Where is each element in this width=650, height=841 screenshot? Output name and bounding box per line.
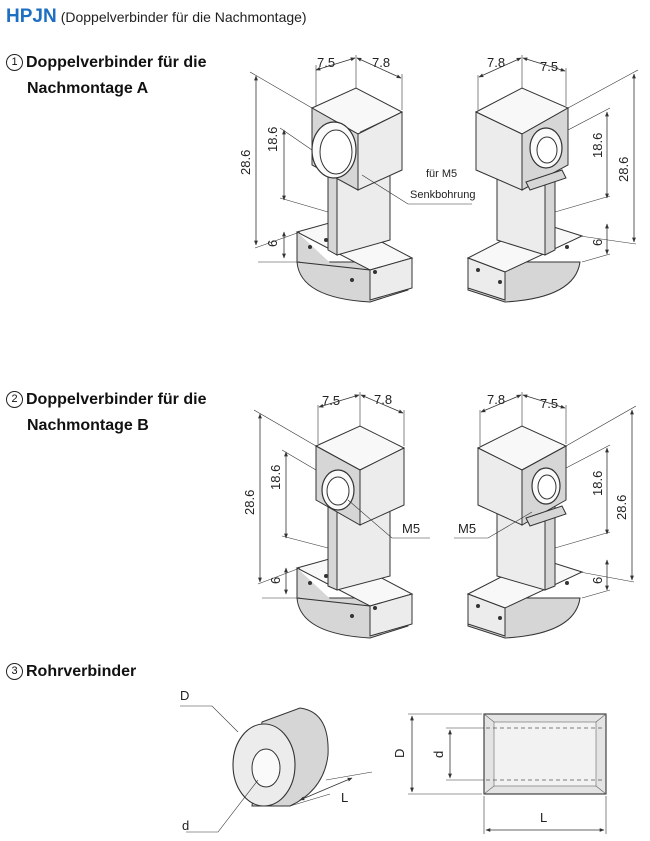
connector-a-left [295, 87, 414, 303]
section-b-line1: Doppelverbinder für die [26, 391, 207, 408]
dim-b-right-w1: 7.5 [540, 396, 558, 411]
note-b-right-label: M5 [458, 521, 476, 536]
note-b-left: M5 [347, 499, 430, 539]
section-c-line1: Rohrverbinder [26, 663, 137, 680]
dim-a-right-h-base: 6 [590, 239, 605, 246]
tube-side-d-label: d [431, 751, 446, 758]
section-b-line2: Nachmontage B [27, 417, 149, 434]
dim-a-left-w1: 7.5 [317, 55, 335, 70]
dim-b-left-w2: 7.8 [374, 392, 392, 407]
dim-a-right-h-total: 28.6 [616, 157, 631, 182]
section-b-number: 2 [6, 391, 23, 408]
dims-b-right: 7.8 7.5 28.6 18.6 6 [479, 392, 637, 599]
section-a-line1: Doppelverbinder für die [26, 54, 207, 71]
connector-b-right [466, 425, 584, 639]
tube-iso: D d L [180, 688, 373, 833]
dim-a-right-h-mid: 18.6 [590, 133, 605, 158]
dim-b-left-h-base: 6 [268, 577, 283, 584]
product-subtitle: (Doppelverbinder für die Nachmontage) [60, 9, 307, 25]
note-a-line1: für M5 [426, 168, 457, 180]
dim-b-left-h-mid: 18.6 [268, 465, 283, 490]
dims-a-left: 7.5 7.8 28.6 18.6 6 [238, 55, 403, 263]
dim-b-right-w2: 7.8 [487, 392, 505, 407]
note-a: für M5 Senkbohrung [361, 168, 475, 205]
note-a-line2: Senkbohrung [410, 189, 475, 201]
dim-a-right-w1: 7.5 [540, 59, 558, 74]
page-title: HPJN(Doppelverbinder für die Nachmontage… [6, 6, 307, 28]
product-code: HPJN [6, 6, 57, 27]
connector-a-right [466, 87, 584, 303]
note-b-right: M5 [454, 511, 533, 539]
tube-iso-L-label: L [341, 790, 348, 805]
note-b-left-label: M5 [402, 521, 420, 536]
dim-b-right-h-total: 28.6 [614, 495, 629, 520]
tube-side-D-label: D [392, 749, 407, 758]
connector-b-left [295, 425, 414, 639]
section-a-line2: Nachmontage A [27, 80, 149, 97]
tube-side-view: D d L [392, 713, 607, 834]
tube-side-L-label: L [540, 810, 547, 825]
dim-b-left-w1: 7.5 [322, 393, 340, 408]
dim-a-left-h-total: 28.6 [238, 150, 253, 175]
dims-b-left: 7.5 7.8 28.6 18.6 6 [242, 392, 405, 599]
dim-b-left-h-total: 28.6 [242, 490, 257, 515]
dim-b-right-h-base: 6 [590, 577, 605, 584]
section-a-number: 1 [6, 54, 23, 71]
dim-a-left-h-mid: 18.6 [265, 127, 280, 152]
tube-iso-d-label: d [182, 818, 189, 833]
dim-a-left-h-base: 6 [265, 240, 280, 247]
tube-iso-D-label: D [180, 688, 189, 703]
dims-a-right: 7.8 7.5 28.6 18.6 6 [477, 55, 639, 263]
dim-a-right-w2: 7.8 [487, 55, 505, 70]
section-c-number: 3 [6, 663, 23, 680]
dim-a-left-w2: 7.8 [372, 55, 390, 70]
dim-b-right-h-mid: 18.6 [590, 471, 605, 496]
